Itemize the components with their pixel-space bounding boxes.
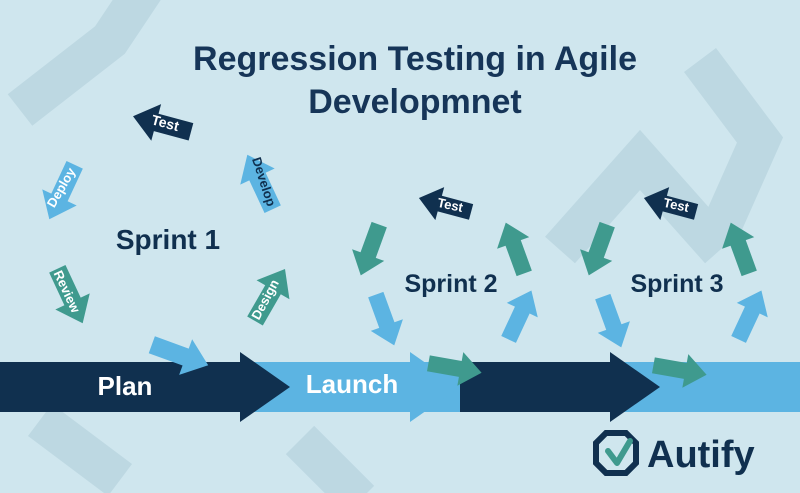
sprint-2-label: Sprint 2 — [404, 270, 497, 298]
page-title-line-1: Regression Testing in Agile — [193, 40, 637, 78]
sprint-2-cycle: Test — [344, 181, 547, 390]
sprint-2-test-label: Test — [436, 195, 465, 215]
autify-logo-icon — [593, 430, 639, 476]
sprint-2-bottom-left-arrow — [359, 288, 411, 352]
timeline — [0, 352, 800, 422]
sprint-3-bottom-right-arrow — [723, 283, 777, 347]
sprint-1-review-label: Review — [51, 268, 84, 316]
sprint-1-label: Sprint 1 — [116, 224, 220, 255]
sprint-3-label: Sprint 3 — [630, 270, 723, 298]
sprint-1-test-label: Test — [150, 111, 181, 134]
page-title-line-2: Developmnet — [308, 83, 522, 121]
sprint-3-test-label: Test — [662, 195, 691, 215]
sprint-2-down-arrow — [344, 218, 396, 282]
plan-arrow — [0, 352, 290, 422]
launch-arrow — [290, 352, 460, 422]
brand-name: Autify — [647, 434, 755, 476]
sprint-3-cycle: Test — [572, 181, 777, 392]
sprint-3-bottom-left-arrow — [586, 290, 638, 354]
launch-label: Launch — [306, 369, 398, 399]
sprint-2-bottom-right-arrow — [493, 283, 547, 347]
autify-logo: Autify — [593, 430, 755, 476]
plan-label: Plan — [98, 371, 153, 401]
background-chevrons — [7, 0, 784, 493]
sprint-arrow — [460, 352, 660, 422]
